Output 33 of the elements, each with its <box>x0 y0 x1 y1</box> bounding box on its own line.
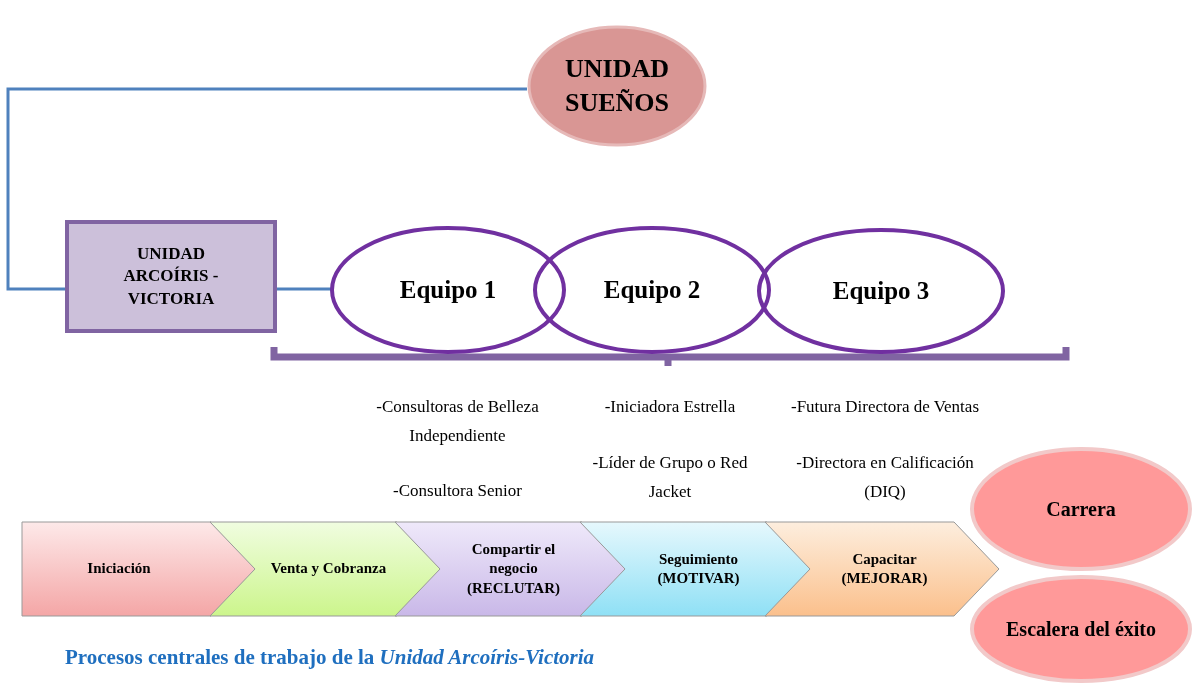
ellipse-node <box>757 228 1005 354</box>
chevron-step <box>210 522 442 616</box>
node-label: Escalera del éxito <box>1006 617 1156 642</box>
chevron-step <box>395 522 627 616</box>
node-label: (MEJORAR) <box>841 569 928 588</box>
node-label: (MOTIVAR) <box>657 569 740 588</box>
process-box <box>65 220 277 333</box>
node-label: UNIDAD SUEÑOS <box>563 53 670 119</box>
ellipse-node <box>330 226 566 354</box>
node-label: Venta y Cobranza <box>270 559 387 579</box>
role-text: -Líder de Grupo o Red Jacket <box>591 452 749 503</box>
chevron-step <box>580 522 812 616</box>
node-label: Seguimiento <box>658 549 739 569</box>
role-text: -Directora en Calificación (DIQ) <box>795 452 975 503</box>
role-text: -Consultora Senior <box>392 480 523 502</box>
connector-line <box>6 87 527 291</box>
node-label: Equipo 2 <box>603 274 701 305</box>
node-label: Compartir el negocio <box>470 539 557 579</box>
node-label: Carrera <box>1046 497 1116 522</box>
node-label: UNIDAD ARCOÍRIS - VICTORIA <box>122 243 220 310</box>
node-label: (RECLUTAR) <box>466 578 561 598</box>
node-label: Equipo 1 <box>399 274 497 305</box>
caption: Procesos centrales de trabajo de la Unidad Arcoíris-Victoria <box>65 645 595 670</box>
ellipse-node <box>533 226 771 354</box>
chevron-step <box>765 522 999 616</box>
node-label: Equipo 3 <box>832 275 930 306</box>
node-label: Capacitar <box>852 549 917 569</box>
role-text: -Iniciadora Estrella <box>603 396 737 418</box>
role-text: -Futura Directora de Ventas <box>789 396 980 418</box>
ellipse-node <box>527 25 707 147</box>
role-text: -Consultoras de Belleza Independiente <box>375 396 540 447</box>
ellipse-node <box>970 575 1192 683</box>
connector-line <box>277 287 331 291</box>
